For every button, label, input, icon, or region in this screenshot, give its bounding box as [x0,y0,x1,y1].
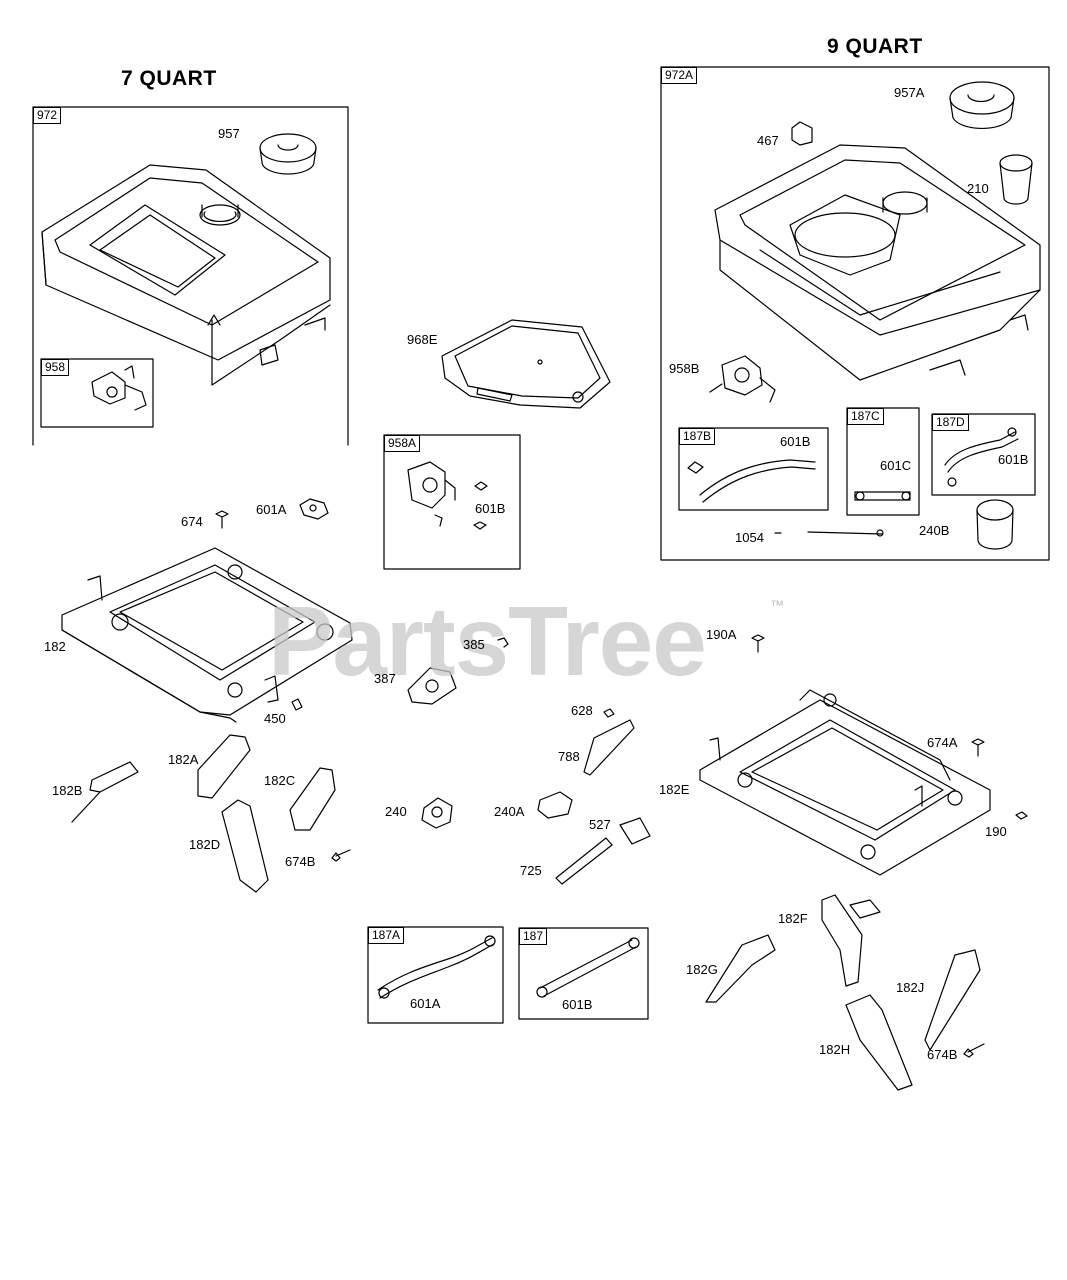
part-label-182A[interactable]: 182A [168,752,199,767]
part-label-674A[interactable]: 674A [927,735,958,750]
heading-7-quart: 7 QUART [121,67,217,90]
parts-tree-watermark: PartsTree [268,586,707,696]
nut-601A-drawing [299,498,329,520]
box-tag-972A: 972A [661,67,698,84]
box-187A-frame [367,926,504,1024]
part-label-1054[interactable]: 1054 [735,530,764,545]
part-label-240A[interactable]: 240A [494,804,525,819]
part-label-182C[interactable]: 182C [264,773,296,788]
brackets-182-A-B-C-D-drawing [71,734,336,893]
part-label-450[interactable]: 450 [264,711,286,726]
part-label-601B-187[interactable]: 601B [562,997,593,1012]
part-label-788[interactable]: 788 [558,749,580,764]
screw-385-drawing [497,637,509,648]
dipstick-tube-210-drawing [999,154,1033,205]
box-tag-187D: 187D [932,414,969,431]
part-label-674[interactable]: 674 [181,514,203,529]
part-label-240[interactable]: 240 [385,804,407,819]
part-label-240B[interactable]: 240B [919,523,950,538]
line-187B-drawing [687,459,816,503]
part-label-467[interactable]: 467 [757,133,779,148]
part-label-527[interactable]: 527 [589,817,611,832]
part-label-182[interactable]: 182 [44,639,66,654]
heading-9-quart: 9 QUART [827,35,923,58]
part-label-182J[interactable]: 182J [896,980,925,995]
oil-cap-957A-drawing [949,81,1015,130]
pin-1054-drawing [774,529,884,537]
box-187-frame [518,927,649,1020]
line-187D-drawing [944,427,1019,487]
line-187-drawing [536,937,640,998]
box-972A-frame [660,66,1050,561]
part-label-601A-187A[interactable]: 601A [410,996,441,1011]
oil-cap-957-drawing [259,133,317,175]
part-label-190[interactable]: 190 [985,824,1007,839]
box-187D-frame [931,413,1036,496]
box-tag-187: 187 [519,928,548,945]
part-label-182G[interactable]: 182G [686,962,718,977]
part-label-957[interactable]: 957 [218,126,240,141]
box-tag-972: 972 [33,107,62,124]
valve-958-drawing [91,365,147,411]
part-label-190A[interactable]: 190A [706,627,737,642]
box-187B-frame [678,427,829,511]
line-187A-drawing [377,935,496,999]
part-label-601B-958A[interactable]: 601B [475,501,506,516]
box-972-frame [32,106,349,446]
screw-190-drawing [1015,811,1028,820]
box-tag-187C: 187C [847,408,884,425]
oil-tank-7-quart-drawing [41,164,331,386]
box-tag-187A: 187A [368,927,405,944]
part-label-968E[interactable]: 968E [407,332,438,347]
cover-968E-drawing [441,319,611,409]
box-tag-958A: 958A [384,435,421,452]
box-tag-958: 958 [41,359,70,376]
mount-240A-drawing [537,791,573,819]
part-label-725[interactable]: 725 [520,863,542,878]
base-182-drawing [61,547,353,723]
oil-tank-9-quart-drawing [714,144,1041,381]
part-label-601A[interactable]: 601A [256,502,287,517]
bolt-190A-drawing [751,634,765,653]
part-label-182D[interactable]: 182D [189,837,221,852]
part-label-182E[interactable]: 182E [659,782,690,797]
part-label-182B[interactable]: 182B [52,783,83,798]
part-label-601B-187B[interactable]: 601B [780,434,811,449]
bolt-674-drawing [215,510,229,529]
part-label-182H[interactable]: 182H [819,1042,851,1057]
box-958A-frame [383,434,521,570]
bolt-674A-drawing [971,738,985,757]
part-label-957A[interactable]: 957A [894,85,925,100]
part-label-674B-right[interactable]: 674B [927,1047,958,1062]
trademark-symbol: ™ [770,597,784,613]
valve-958B-drawing [709,355,776,403]
mount-240-drawing [421,797,453,829]
bushing-240B-drawing [976,499,1014,550]
box-958-frame [40,358,154,428]
box-tag-187B: 187B [679,428,716,445]
part-label-958B[interactable]: 958B [669,361,700,376]
brackets-182-F-G-H-J-drawing [705,894,981,1091]
base-182E-drawing [699,689,991,876]
part-label-601B-187D[interactable]: 601B [998,452,1029,467]
bolt-674B-right-drawing [963,1043,985,1058]
part-label-210[interactable]: 210 [967,181,989,196]
part-label-674B-left[interactable]: 674B [285,854,316,869]
part-label-182F[interactable]: 182F [778,911,808,926]
part-label-387[interactable]: 387 [374,671,396,686]
parts-628-788-527-725-drawing [555,708,651,885]
part-label-601C[interactable]: 601C [880,458,912,473]
gasket-387-drawing [407,667,457,705]
part-label-628[interactable]: 628 [571,703,593,718]
part-label-385[interactable]: 385 [463,637,485,652]
valve-958A-drawing [407,461,488,530]
bolt-674B-left-drawing [331,849,351,862]
clip-467-drawing [791,121,813,146]
line-187C-drawing [854,491,911,501]
